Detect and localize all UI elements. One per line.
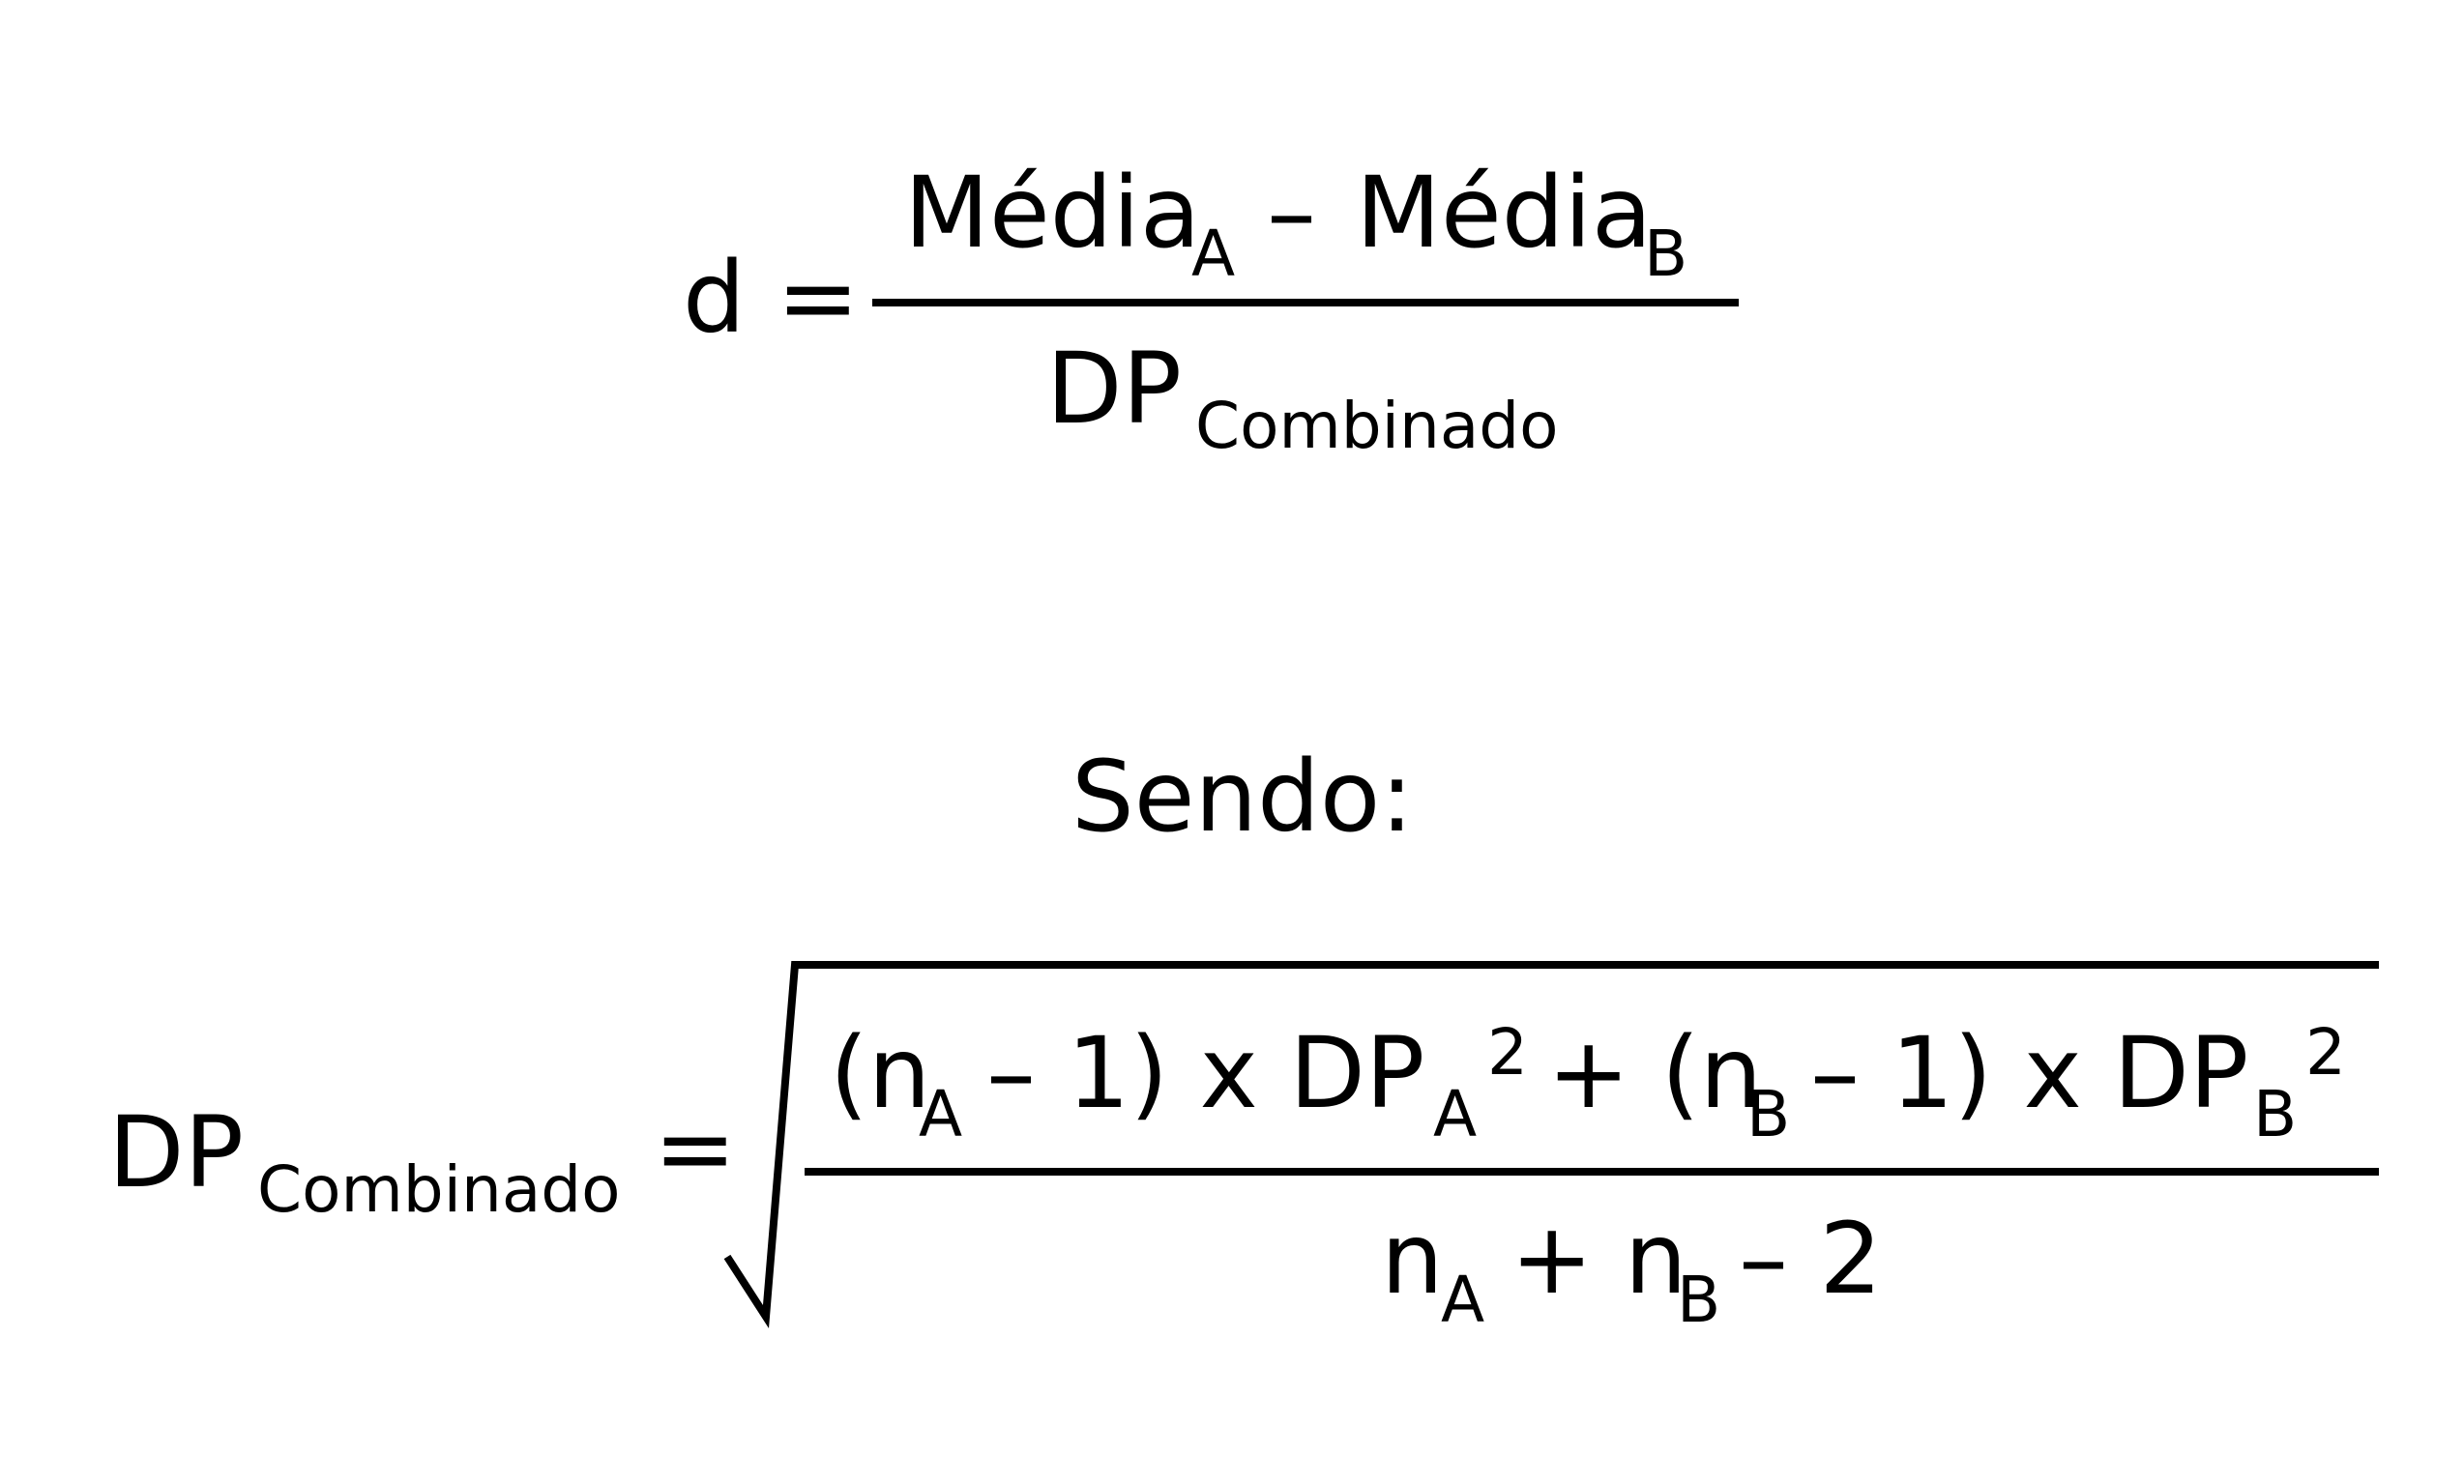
denominator-na: n [1381, 1202, 1444, 1317]
denominator-sub-a: A [1441, 1263, 1485, 1337]
fraction-bar-2 [805, 1168, 2379, 1176]
mean-b-subscript: B [1644, 217, 1688, 291]
pooled-sd-subscript: Combinado [1195, 389, 1559, 463]
fraction-bar-1 [872, 299, 1739, 306]
numerator-sup-dpa: 2 [1487, 1015, 1528, 1090]
numerator-sup-dpb: 2 [2305, 1015, 2346, 1090]
numerator-part-1: (n [830, 1016, 931, 1131]
equals-sign: = [654, 1091, 737, 1207]
numerator-sub-dpa: A [1433, 1077, 1478, 1151]
denominator-plus-nb: + n [1511, 1202, 1687, 1317]
denominator-sub-b: B [1677, 1263, 1721, 1337]
pooled-sd-lhs-label: DP [108, 1095, 245, 1210]
numerator-sub-na: A [919, 1077, 963, 1151]
connector-text: Sendo: [1071, 740, 1414, 855]
mean-a-subscript: A [1191, 217, 1236, 291]
mean-a-label: Média [904, 156, 1201, 271]
numerator-part-4: – 1) x DP [1810, 1016, 2249, 1131]
numerator-sub-nb: B [1746, 1077, 1791, 1151]
mean-b-label: Média [1356, 156, 1653, 271]
numerator-part-2: – 1) x DP [986, 1016, 1425, 1131]
minus-sign: – [1267, 156, 1316, 271]
d-equals: d = [683, 241, 860, 356]
pooled-sd-label: DP [1046, 332, 1183, 447]
numerator-sub-dpb: B [2253, 1077, 2298, 1151]
denominator-minus-two: – 2 [1739, 1202, 1883, 1317]
numerator-part-3: + (n [1547, 1016, 1763, 1131]
pooled-sd-lhs-subscript: Combinado [257, 1152, 621, 1227]
